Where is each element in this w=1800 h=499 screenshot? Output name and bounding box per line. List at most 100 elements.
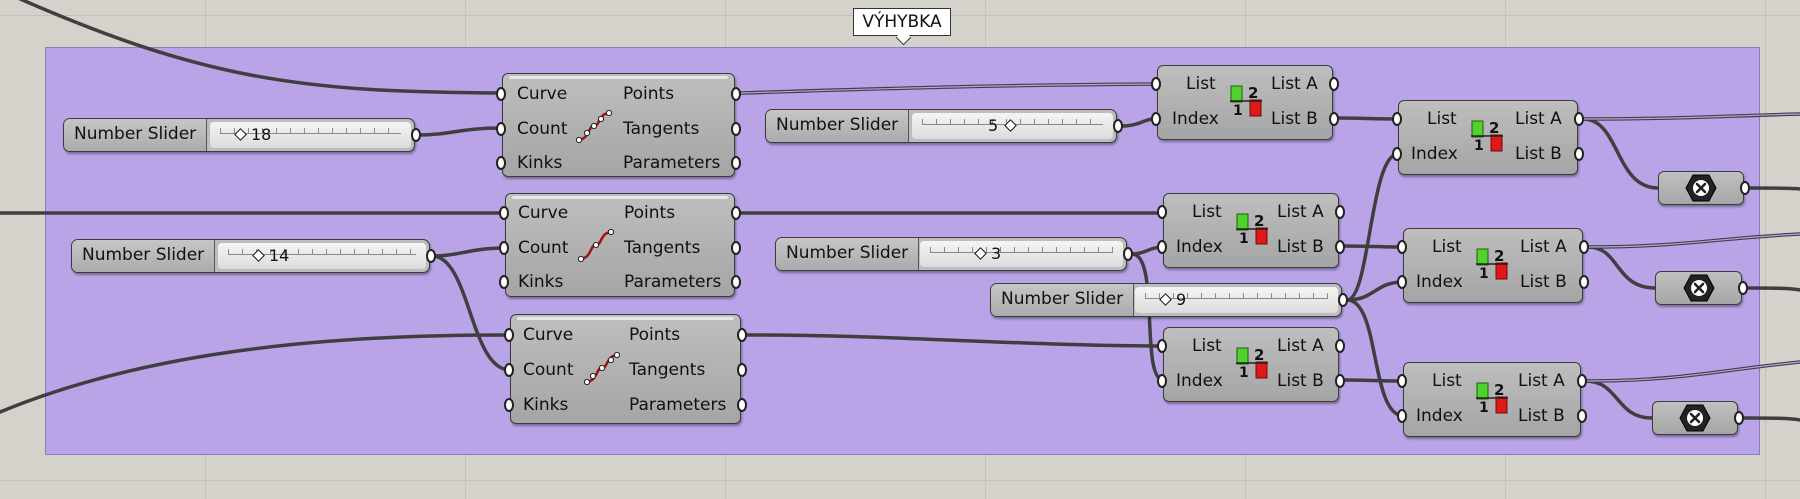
input-index: Index <box>1172 109 1219 129</box>
port-in-kinks[interactable] <box>504 398 514 412</box>
number-slider[interactable]: Number Slider 18 <box>63 118 421 152</box>
port-out-list-b[interactable] <box>1335 374 1345 388</box>
list-item-icon: 2 1 <box>1230 84 1262 118</box>
port-out-list-b[interactable] <box>1579 275 1589 289</box>
list-item-icon-label: 1 <box>1474 138 1484 153</box>
output-list-a: List A <box>1271 74 1318 94</box>
port-out-list-a[interactable] <box>1335 205 1345 219</box>
port-in-count[interactable] <box>504 363 514 377</box>
number-slider[interactable]: Number Slider 9 <box>990 283 1348 317</box>
cull-component[interactable] <box>1652 401 1744 435</box>
output-parameters: Parameters <box>624 272 722 292</box>
output-list-a: List A <box>1518 371 1565 391</box>
port-out-value[interactable] <box>1338 293 1348 307</box>
port-in-index[interactable] <box>1151 112 1161 126</box>
port-out-parameters[interactable] <box>731 275 741 289</box>
divide-curve-component[interactable]: Curve Count Kinks Points Tangents Parame… <box>499 193 741 297</box>
port-in-kinks[interactable] <box>496 156 506 170</box>
port-in-list[interactable] <box>1392 112 1402 126</box>
list-item-component[interactable]: List Index List A List B 2 1 <box>1151 65 1339 140</box>
list-item-component[interactable]: List Index List A List B 2 1 <box>1157 193 1345 268</box>
port-out-list-a[interactable] <box>1577 374 1587 388</box>
slider-track[interactable]: 14 <box>218 243 426 269</box>
slider-grip-icon[interactable] <box>252 249 265 262</box>
port-out-tangents[interactable] <box>731 241 741 255</box>
slider-grip-icon[interactable] <box>974 247 987 260</box>
divide-curve-icon <box>578 229 614 263</box>
output-list-a: List A <box>1515 109 1562 129</box>
port-in-curve[interactable] <box>496 87 506 101</box>
port-out-value[interactable] <box>1113 119 1123 133</box>
port-out-result[interactable] <box>1734 411 1744 425</box>
port-out-value[interactable] <box>426 249 436 263</box>
port-out-parameters[interactable] <box>731 156 741 170</box>
list-item-component[interactable]: List Index List A List B 2 1 <box>1157 327 1345 402</box>
port-in-curve[interactable] <box>499 206 509 220</box>
list-item-icon-label: 1 <box>1239 365 1249 380</box>
slider-grip-icon[interactable] <box>1159 293 1172 306</box>
output-parameters: Parameters <box>629 395 727 415</box>
number-slider[interactable]: Number Slider 5 <box>765 109 1123 143</box>
port-out-list-b[interactable] <box>1329 112 1339 126</box>
port-out-value[interactable] <box>1123 247 1133 261</box>
number-slider[interactable]: Number Slider 3 <box>775 237 1133 271</box>
cull-component[interactable] <box>1658 171 1750 205</box>
port-out-tangents[interactable] <box>737 363 747 377</box>
input-kinks: Kinks <box>523 395 569 415</box>
port-in-count[interactable] <box>499 241 509 255</box>
port-in-list[interactable] <box>1157 205 1167 219</box>
slider-name: Number Slider <box>72 240 216 272</box>
list-item-icon-label: 2 <box>1254 346 1264 364</box>
port-in-index[interactable] <box>1157 240 1167 254</box>
slider-track[interactable]: 3 <box>920 241 1123 267</box>
port-in-list[interactable] <box>1151 77 1161 91</box>
list-item-icon-label: 1 <box>1239 231 1249 246</box>
port-out-tangents[interactable] <box>731 122 741 136</box>
port-in-index[interactable] <box>1397 409 1407 423</box>
list-item-icon-label: 2 <box>1494 381 1504 399</box>
list-item-component[interactable]: List Index List A List B 2 1 <box>1392 100 1584 175</box>
port-out-list-b[interactable] <box>1335 240 1345 254</box>
slider-grip-icon[interactable] <box>234 128 247 141</box>
port-out-points[interactable] <box>737 328 747 342</box>
list-item-component[interactable]: List Index List A List B 2 1 <box>1397 362 1587 437</box>
port-in-index[interactable] <box>1392 147 1402 161</box>
port-out-points[interactable] <box>731 206 741 220</box>
output-parameters: Parameters <box>623 153 721 173</box>
port-in-index[interactable] <box>1157 374 1167 388</box>
port-out-list-a[interactable] <box>1574 112 1584 126</box>
input-index: Index <box>1416 272 1463 292</box>
list-item-icon: 2 1 <box>1471 119 1503 153</box>
divide-curve-component[interactable]: Curve Count Kinks Points Tangents Parame… <box>496 73 741 177</box>
port-out-result[interactable] <box>1738 281 1748 295</box>
port-out-list-a[interactable] <box>1579 240 1589 254</box>
number-slider[interactable]: Number Slider 14 <box>71 239 436 273</box>
port-out-list-b[interactable] <box>1574 147 1584 161</box>
slider-value: 3 <box>991 244 1002 263</box>
list-item-icon-label: 1 <box>1479 266 1489 281</box>
output-list-b: List B <box>1515 144 1562 164</box>
slider-track[interactable]: 18 <box>210 122 411 148</box>
port-in-curve[interactable] <box>504 328 514 342</box>
slider-track[interactable]: 5 <box>912 113 1113 139</box>
port-in-index[interactable] <box>1397 275 1407 289</box>
port-out-list-b[interactable] <box>1577 409 1587 423</box>
port-out-value[interactable] <box>411 128 421 142</box>
slider-track[interactable]: 9 <box>1135 287 1338 313</box>
slider-grip-icon[interactable] <box>1004 119 1018 132</box>
port-out-points[interactable] <box>731 87 741 101</box>
port-in-list[interactable] <box>1397 240 1407 254</box>
close-hexagon-icon <box>1685 174 1717 202</box>
port-in-count[interactable] <box>496 122 506 136</box>
port-out-list-a[interactable] <box>1329 77 1339 91</box>
port-in-list[interactable] <box>1157 339 1167 353</box>
port-in-list[interactable] <box>1397 374 1407 388</box>
divide-curve-component[interactable]: Curve Count Kinks Points Tangents Parame… <box>504 314 747 424</box>
list-item-component[interactable]: List Index List A List B 2 1 <box>1397 228 1589 303</box>
port-out-list-a[interactable] <box>1335 339 1345 353</box>
slider-name: Number Slider <box>776 238 920 270</box>
port-out-parameters[interactable] <box>737 398 747 412</box>
cull-component[interactable] <box>1655 271 1748 305</box>
port-out-result[interactable] <box>1740 181 1750 195</box>
port-in-kinks[interactable] <box>499 275 509 289</box>
